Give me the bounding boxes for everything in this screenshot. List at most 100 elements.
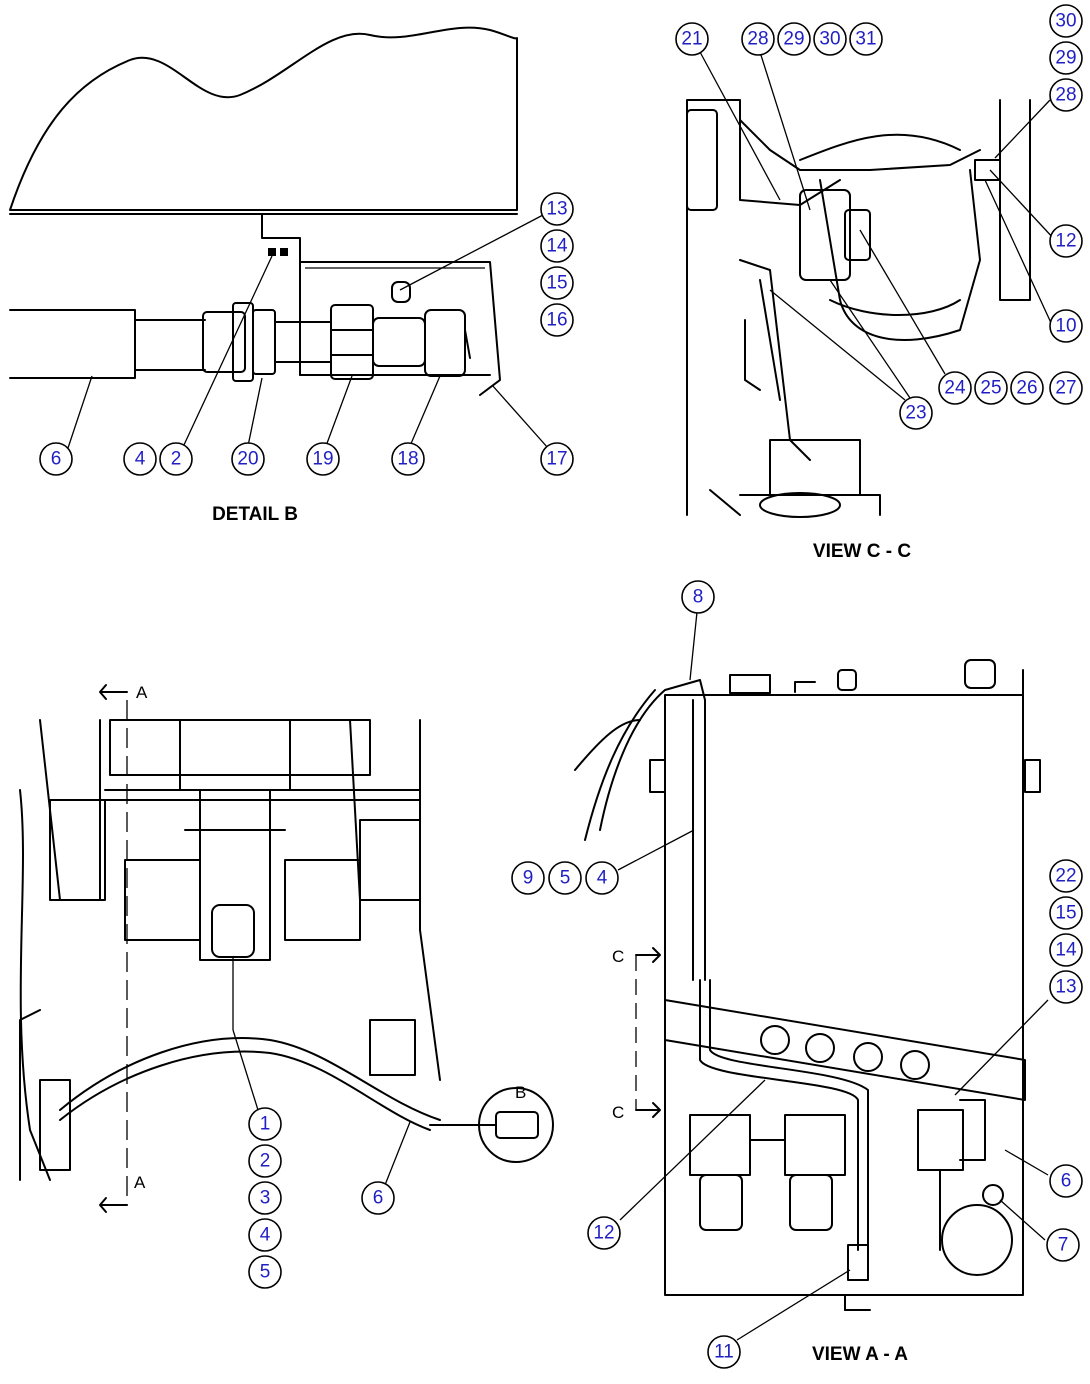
svg-text:15: 15 (546, 273, 567, 294)
svg-text:19: 19 (312, 449, 333, 470)
callout-17-detail-b[interactable]: 17 (540, 442, 574, 476)
svg-text:25: 25 (980, 378, 1001, 399)
callout-30-view-cc-right[interactable]: 30 (1049, 4, 1083, 38)
callout-27-view-cc[interactable]: 27 (1049, 371, 1083, 405)
callout-20-detail-b[interactable]: 20 (231, 442, 265, 476)
callout-2-main[interactable]: 2 (248, 1144, 282, 1178)
svg-text:17: 17 (546, 449, 567, 470)
view-cc-caption: VIEW C - C (813, 541, 911, 562)
callout-22-view-aa[interactable]: 22 (1049, 859, 1083, 893)
section-mark-c-top: C (612, 947, 624, 966)
callout-28-view-cc-right[interactable]: 28 (1049, 78, 1083, 112)
callout-1-main[interactable]: 1 (248, 1107, 282, 1141)
svg-text:12: 12 (1055, 231, 1076, 252)
callout-15-view-aa[interactable]: 15 (1049, 896, 1083, 930)
svg-text:8: 8 (693, 587, 704, 608)
callout-24-view-cc[interactable]: 24 (938, 371, 972, 405)
svg-text:21: 21 (681, 29, 702, 50)
svg-text:31: 31 (855, 29, 876, 50)
callout-9-view-aa[interactable]: 9 (511, 861, 545, 895)
svg-text:9: 9 (523, 868, 534, 889)
callout-5-main[interactable]: 5 (248, 1255, 282, 1289)
svg-text:6: 6 (51, 449, 62, 470)
svg-text:5: 5 (260, 1262, 271, 1283)
svg-text:2: 2 (171, 449, 182, 470)
callout-21-view-cc[interactable]: 21 (675, 22, 709, 56)
section-mark-a-top: A (136, 683, 148, 702)
svg-text:10: 10 (1055, 316, 1076, 337)
main-view-drawing (19, 684, 554, 1213)
callout-4-view-aa[interactable]: 4 (585, 861, 619, 895)
callout-19-detail-b[interactable]: 19 (306, 442, 340, 476)
svg-text:1: 1 (260, 1114, 271, 1135)
callout-12-view-cc[interactable]: 12 (1049, 224, 1083, 258)
svg-text:13: 13 (546, 199, 567, 220)
callout-4-detail-b[interactable]: 4 (123, 442, 157, 476)
section-mark-a-bottom: A (134, 1173, 146, 1192)
svg-text:23: 23 (905, 403, 926, 424)
callout-13-view-aa[interactable]: 13 (1049, 970, 1083, 1004)
svg-text:3: 3 (260, 1188, 271, 1209)
callout-29-view-cc-top[interactable]: 29 (777, 22, 811, 56)
view-aa-caption: VIEW A - A (812, 1344, 908, 1365)
svg-text:6: 6 (1061, 1171, 1072, 1192)
svg-text:29: 29 (1055, 48, 1076, 69)
callout-29-view-cc-right[interactable]: 29 (1049, 41, 1083, 75)
svg-text:30: 30 (819, 29, 840, 50)
svg-text:6: 6 (373, 1188, 384, 1209)
svg-text:14: 14 (1055, 940, 1077, 961)
svg-text:4: 4 (135, 449, 146, 470)
svg-text:2: 2 (260, 1151, 271, 1172)
callout-7-view-aa[interactable]: 7 (1046, 1228, 1080, 1262)
svg-text:24: 24 (944, 378, 966, 399)
svg-text:11: 11 (714, 1342, 734, 1363)
callout-26-view-cc[interactable]: 26 (1010, 371, 1044, 405)
callout-12-view-aa[interactable]: 12 (587, 1216, 621, 1250)
svg-text:29: 29 (783, 29, 804, 50)
callout-8-view-aa[interactable]: 8 (681, 580, 715, 614)
svg-text:5: 5 (560, 868, 571, 889)
svg-text:22: 22 (1055, 866, 1076, 887)
callout-2-detail-b[interactable]: 2 (159, 442, 193, 476)
callout-6-detail-b[interactable]: 6 (39, 442, 73, 476)
svg-text:30: 30 (1055, 11, 1076, 32)
svg-text:4: 4 (260, 1225, 271, 1246)
callout-14-view-aa[interactable]: 14 (1049, 933, 1083, 967)
svg-text:16: 16 (546, 310, 567, 331)
callout-18-detail-b[interactable]: 18 (391, 442, 425, 476)
svg-text:27: 27 (1055, 378, 1076, 399)
detail-b-reference-mark: B (515, 1083, 526, 1102)
callout-14-detail-b[interactable]: 14 (540, 229, 574, 263)
svg-text:4: 4 (597, 868, 608, 889)
detail-b-caption: DETAIL B (212, 504, 298, 525)
svg-text:26: 26 (1016, 378, 1037, 399)
view-cc-drawing (686, 51, 1056, 518)
callout-25-view-cc[interactable]: 25 (974, 371, 1008, 405)
callout-6-view-aa[interactable]: 6 (1049, 1164, 1083, 1198)
callout-23-view-cc[interactable]: 23 (899, 396, 933, 430)
callout-16-detail-b[interactable]: 16 (540, 303, 574, 337)
callout-10-view-cc[interactable]: 10 (1049, 309, 1083, 343)
callout-15-detail-b[interactable]: 15 (540, 266, 574, 300)
svg-text:20: 20 (237, 449, 258, 470)
callout-28-view-cc-top[interactable]: 28 (741, 22, 775, 56)
svg-text:28: 28 (747, 29, 768, 50)
svg-text:12: 12 (593, 1223, 614, 1244)
svg-text:28: 28 (1055, 85, 1076, 106)
callout-6-main[interactable]: 6 (361, 1181, 395, 1215)
svg-text:13: 13 (1055, 977, 1076, 998)
callout-3-main[interactable]: 3 (248, 1181, 282, 1215)
svg-text:14: 14 (546, 236, 568, 257)
detail-b-drawing (9, 26, 549, 449)
callout-30-view-cc-top[interactable]: 30 (813, 22, 847, 56)
svg-text:18: 18 (397, 449, 418, 470)
callout-11-view-aa[interactable]: 11 (707, 1335, 741, 1369)
callout-5-view-aa[interactable]: 5 (548, 861, 582, 895)
view-aa-drawing (574, 611, 1049, 1341)
callout-13-detail-b[interactable]: 13 (540, 192, 574, 226)
section-mark-c-bottom: C (612, 1103, 624, 1122)
callout-31-view-cc[interactable]: 31 (849, 22, 883, 56)
callout-4-main[interactable]: 4 (248, 1218, 282, 1252)
